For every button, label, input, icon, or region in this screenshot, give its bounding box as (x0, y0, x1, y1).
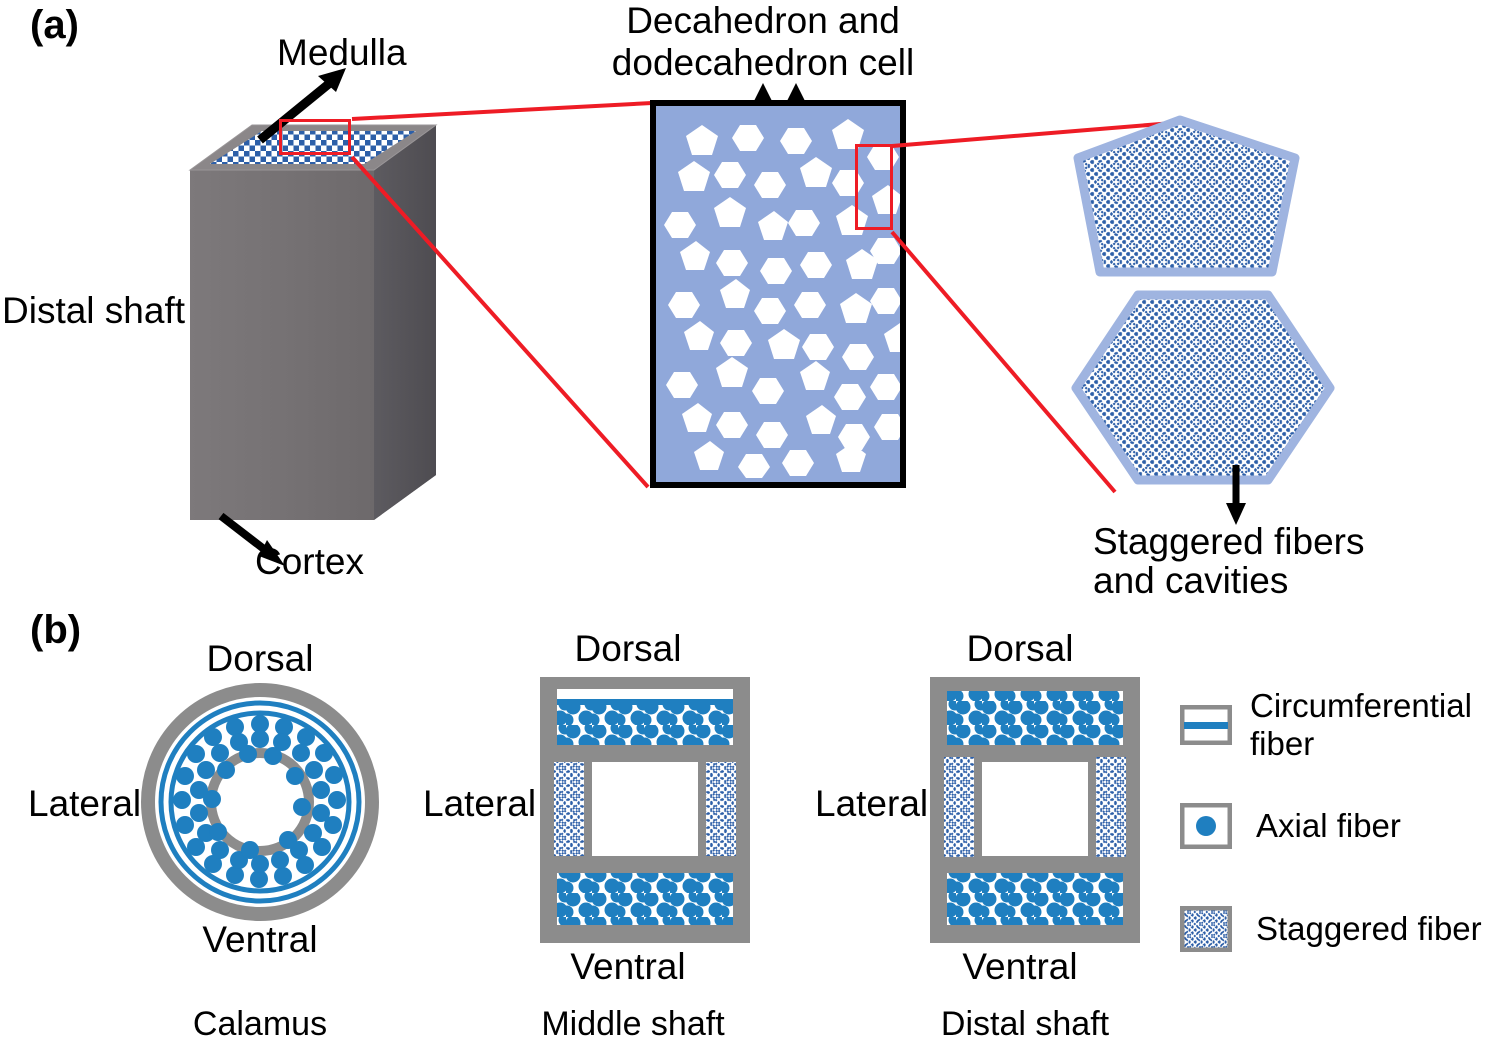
distal-shaft-lateral-right (1096, 757, 1126, 857)
legend-axial-fiber-label: Axial fiber (1256, 807, 1401, 844)
calamus-dorsal-label: Dorsal (206, 638, 314, 679)
callout-lines-left (350, 101, 653, 489)
distal-shaft-lateral-label: Lateral (815, 783, 929, 824)
cortex-arrow (218, 512, 285, 566)
middle-shaft-dorsal-band (557, 689, 733, 745)
distal-shaft-dorsal-label: Dorsal (966, 628, 1074, 669)
legend: Circumferential fiber Axial fiber Stagge… (1180, 668, 1482, 952)
cortex-label: Cortex (255, 541, 364, 582)
distal-shaft-cross-section (930, 677, 1140, 943)
calamus-cross-section (141, 683, 379, 921)
middle-shaft-ventral-band (557, 873, 733, 925)
cell-shapes (664, 119, 906, 478)
legend-staggered-fiber-label: Staggered fiber (1256, 910, 1482, 947)
middle-shaft-lateral-right (706, 762, 736, 856)
cell-label-line1: Decahedron and (626, 0, 900, 41)
staggered-fiber-shapes (1071, 115, 1335, 485)
middle-shaft-cross-section (540, 677, 750, 943)
cell-zoom-box (855, 144, 893, 230)
legend-staggered-fiber-swatch (1180, 906, 1232, 952)
block-zoom-box (279, 119, 351, 155)
middle-shaft-caption: Middle shaft (541, 1005, 725, 1043)
panel-b-tag: (b) (30, 608, 82, 652)
middle-shaft-ventral-label: Ventral (570, 946, 686, 987)
middle-shaft-lateral-left (554, 762, 584, 856)
callout-lines-right (890, 120, 1186, 494)
legend-circumferential-fiber-label-line1: Circumferential (1250, 687, 1472, 724)
pentagon-cell (1073, 115, 1300, 277)
calamus-axial-fibers (173, 715, 346, 888)
hexagon-cell (1071, 290, 1335, 485)
calamus-lateral-label: Lateral (28, 783, 142, 824)
distal-shaft-lateral-left (944, 757, 974, 857)
staggered-fibers-label-line1: Staggered fibers (1093, 521, 1365, 562)
distal-shaft-block (188, 124, 438, 520)
legend-axial-fiber-swatch (1180, 803, 1232, 849)
distal-shaft-dorsal-band (947, 691, 1123, 745)
distal-shaft-label-a: Distal shaft (2, 290, 186, 331)
distal-shaft-ventral-band (947, 873, 1123, 925)
medulla-arrow (257, 68, 346, 144)
legend-circumferential-fiber-swatch (1180, 705, 1232, 745)
distal-shaft-caption: Distal shaft (940, 1005, 1110, 1043)
legend-circumferential-fiber-label-line2: fiber (1250, 725, 1315, 762)
panel-a-tag: (a) (30, 3, 79, 47)
calamus-ventral-label: Ventral (202, 919, 318, 960)
calamus-caption: Calamus (192, 1005, 328, 1043)
staggered-fibers-label-line2: and cavities (1093, 560, 1289, 601)
middle-shaft-lateral-label: Lateral (423, 783, 537, 824)
staggered-fiber-arrow (1226, 465, 1246, 525)
cell-label-line2: dodecahedron cell (611, 42, 915, 83)
distal-shaft-ventral-label: Ventral (962, 946, 1078, 987)
middle-shaft-dorsal-label: Dorsal (574, 628, 682, 669)
medulla-label: Medulla (277, 32, 407, 73)
cell-cross-section-panel (650, 100, 906, 488)
